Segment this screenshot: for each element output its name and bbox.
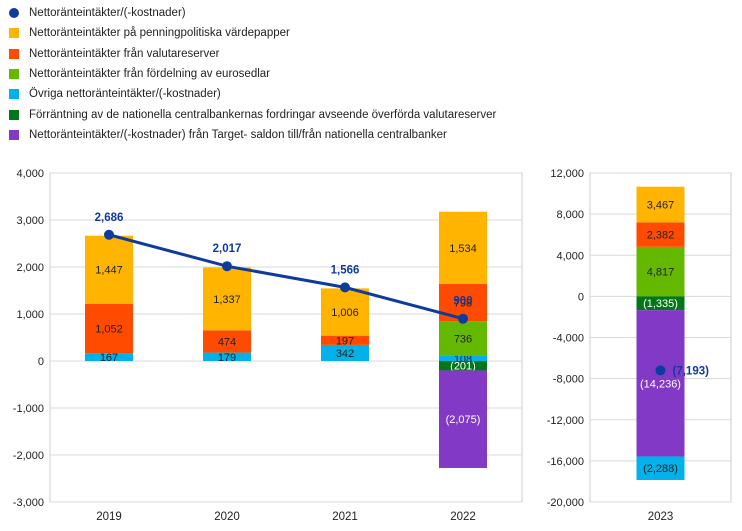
data-label-mpp: 1,534 xyxy=(449,243,477,255)
bar-segment-fx xyxy=(321,335,369,345)
legend-item-other: Övriga nettoränteintäkter/(-kostnader) xyxy=(6,84,496,104)
data-label-ncb: (201) xyxy=(450,361,476,373)
legend-item-ncb: Förräntning av de nationella centralbank… xyxy=(6,104,496,124)
legend-item-mpp: Nettoränteintäkter på penningpolitiska v… xyxy=(6,23,496,43)
bar-segment-banknotes xyxy=(636,246,685,297)
data-label-other: (2,288) xyxy=(643,463,678,475)
x-tick-label: 2023 xyxy=(648,511,674,523)
data-label-other: 179 xyxy=(218,352,236,364)
y-tick-label: 4,000 xyxy=(16,168,44,180)
data-label-banknotes: 4,817 xyxy=(647,267,675,279)
data-label-other: 342 xyxy=(336,348,354,360)
net-income-label: 2,686 xyxy=(95,212,124,224)
y-tick-label: -16,000 xyxy=(547,456,584,468)
legend-label: Förräntning av de nationella centralbank… xyxy=(29,108,497,121)
net-income-point xyxy=(104,229,114,240)
legend-swatch-mpp xyxy=(9,28,19,39)
legend-label: Nettoränteintäkter/(-kostnader) xyxy=(29,7,186,20)
bar-segment-other xyxy=(203,352,251,361)
legend-item-target: Nettoränteintäkter/(-kostnader) från Tar… xyxy=(6,125,496,145)
legend-label: Nettoränteintäkter från fördelning av eu… xyxy=(29,68,271,81)
y-tick-label: 0 xyxy=(578,291,584,303)
legend-swatch-target xyxy=(9,129,19,140)
legend-swatch-net xyxy=(9,8,19,19)
x-tick-label: 2021 xyxy=(332,511,358,523)
data-label-other: 167 xyxy=(100,352,118,364)
bar-segment-other xyxy=(85,353,133,361)
bar-segment-ncb xyxy=(439,361,487,371)
y-tick-label: -3,000 xyxy=(13,497,44,509)
bar-segment-target xyxy=(636,310,685,457)
data-label-banknotes: 736 xyxy=(454,334,472,346)
data-label-fx: 474 xyxy=(218,336,236,348)
bar-segment-mpp xyxy=(203,267,251,331)
net-income-point xyxy=(340,282,350,293)
y-tick-label: 12,000 xyxy=(550,168,584,180)
y-tick-label: 8,000 xyxy=(556,209,584,221)
legend-swatch-ncb xyxy=(9,109,19,120)
legend-label: Nettoränteintäkter/(-kostnader) från Tar… xyxy=(29,128,447,141)
legend-label: Övriga nettoränteintäkter/(-kostnader) xyxy=(29,88,221,101)
legend-label: Nettoränteintäkter på penningpolitiska v… xyxy=(29,27,290,40)
data-label-ncb: (1,335) xyxy=(643,298,678,310)
net-income-point xyxy=(458,313,468,324)
y-tick-label: 1,000 xyxy=(16,309,44,321)
bar-segment-ncb xyxy=(636,296,685,311)
bar-segment-mpp xyxy=(85,235,133,304)
bar-segment-banknotes xyxy=(439,321,487,356)
bar-segment-other xyxy=(321,344,369,361)
legend-item-banknotes: Nettoränteintäkter från fördelning av eu… xyxy=(6,64,496,84)
y-tick-label: 0 xyxy=(38,356,44,368)
data-label-fx: 1,052 xyxy=(95,323,123,335)
y-tick-label: 3,000 xyxy=(16,215,44,227)
data-label-fx: 197 xyxy=(336,335,354,347)
legend-item-net: Nettoränteintäkter/(-kostnader) xyxy=(6,3,496,23)
bar-segment-fx xyxy=(85,303,133,354)
legend-swatch-other xyxy=(9,89,19,100)
chart-legend: Nettoränteintäkter/(-kostnader) Nettoränt… xyxy=(6,3,496,145)
x-tick-label: 2022 xyxy=(450,511,476,523)
x-tick-label: 2019 xyxy=(96,511,122,523)
net-income-label: (7,193) xyxy=(673,365,710,377)
y-tick-label: -1,000 xyxy=(13,403,44,415)
bar-segment-fx xyxy=(203,330,251,353)
data-label-fx: 2,382 xyxy=(647,230,675,242)
bar-segment-fx xyxy=(636,222,685,247)
net-income-point xyxy=(222,261,232,272)
legend-swatch-fx xyxy=(9,48,19,59)
data-label-target: (2,075) xyxy=(446,414,481,426)
legend-label: Nettoränteintäkter från valutareserver xyxy=(29,47,220,60)
y-tick-label: -20,000 xyxy=(547,497,584,509)
bar-segment-target xyxy=(439,370,487,468)
data-label-mpp: 1,447 xyxy=(95,265,123,277)
data-label-fx: 798 xyxy=(454,298,472,310)
y-tick-label: 4,000 xyxy=(556,250,584,262)
y-tick-label: -4,000 xyxy=(553,333,584,345)
net-income-label: 900 xyxy=(453,296,472,308)
y-tick-label: -12,000 xyxy=(547,415,584,427)
legend-swatch-banknotes xyxy=(9,69,19,80)
net-income-label: 1,566 xyxy=(331,264,360,276)
data-label-mpp: 1,006 xyxy=(331,307,359,319)
y-tick-label: -8,000 xyxy=(553,374,584,386)
x-tick-label: 2020 xyxy=(214,511,240,523)
bar-segment-mpp xyxy=(321,288,369,336)
data-label-mpp: 1,337 xyxy=(213,294,241,306)
data-label-mpp: 3,467 xyxy=(647,200,675,212)
net-income-point xyxy=(655,365,666,376)
bar-segment-other xyxy=(636,456,685,480)
bar-segment-mpp xyxy=(636,186,685,223)
legend-item-fx: Nettoränteintäkter från valutareserver xyxy=(6,44,496,64)
bar-segment-other xyxy=(439,355,487,361)
y-tick-label: 2,000 xyxy=(16,262,44,274)
net-income-label: 2,017 xyxy=(213,243,242,255)
y-tick-label: -2,000 xyxy=(13,450,44,462)
bar-segment-mpp xyxy=(439,211,487,284)
net-income-line xyxy=(108,233,464,321)
data-label-target: (14,236) xyxy=(640,378,681,390)
